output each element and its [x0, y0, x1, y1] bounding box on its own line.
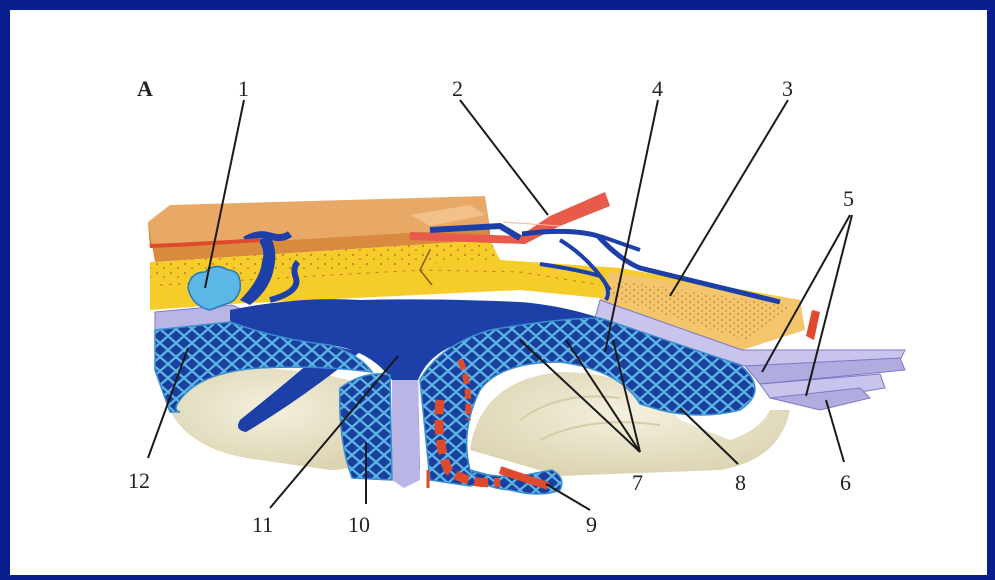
label-9: 9	[586, 512, 597, 537]
panel-letter: A	[137, 76, 153, 101]
label-12: 12	[128, 468, 150, 493]
leader-3	[670, 100, 788, 296]
label-2: 2	[452, 76, 463, 101]
label-8: 8	[735, 470, 746, 495]
leader-5a	[762, 215, 850, 372]
label-1: 1	[238, 76, 249, 101]
label-4: 4	[652, 76, 663, 101]
label-5: 5	[843, 186, 854, 211]
label-11: 11	[252, 512, 273, 537]
label-7: 7	[632, 470, 643, 495]
label-3: 3	[782, 76, 793, 101]
label-10: 10	[348, 512, 370, 537]
leader-6	[826, 400, 844, 462]
leader-9	[546, 484, 590, 510]
falx-cerebri	[392, 380, 420, 488]
label-6: 6	[840, 470, 851, 495]
